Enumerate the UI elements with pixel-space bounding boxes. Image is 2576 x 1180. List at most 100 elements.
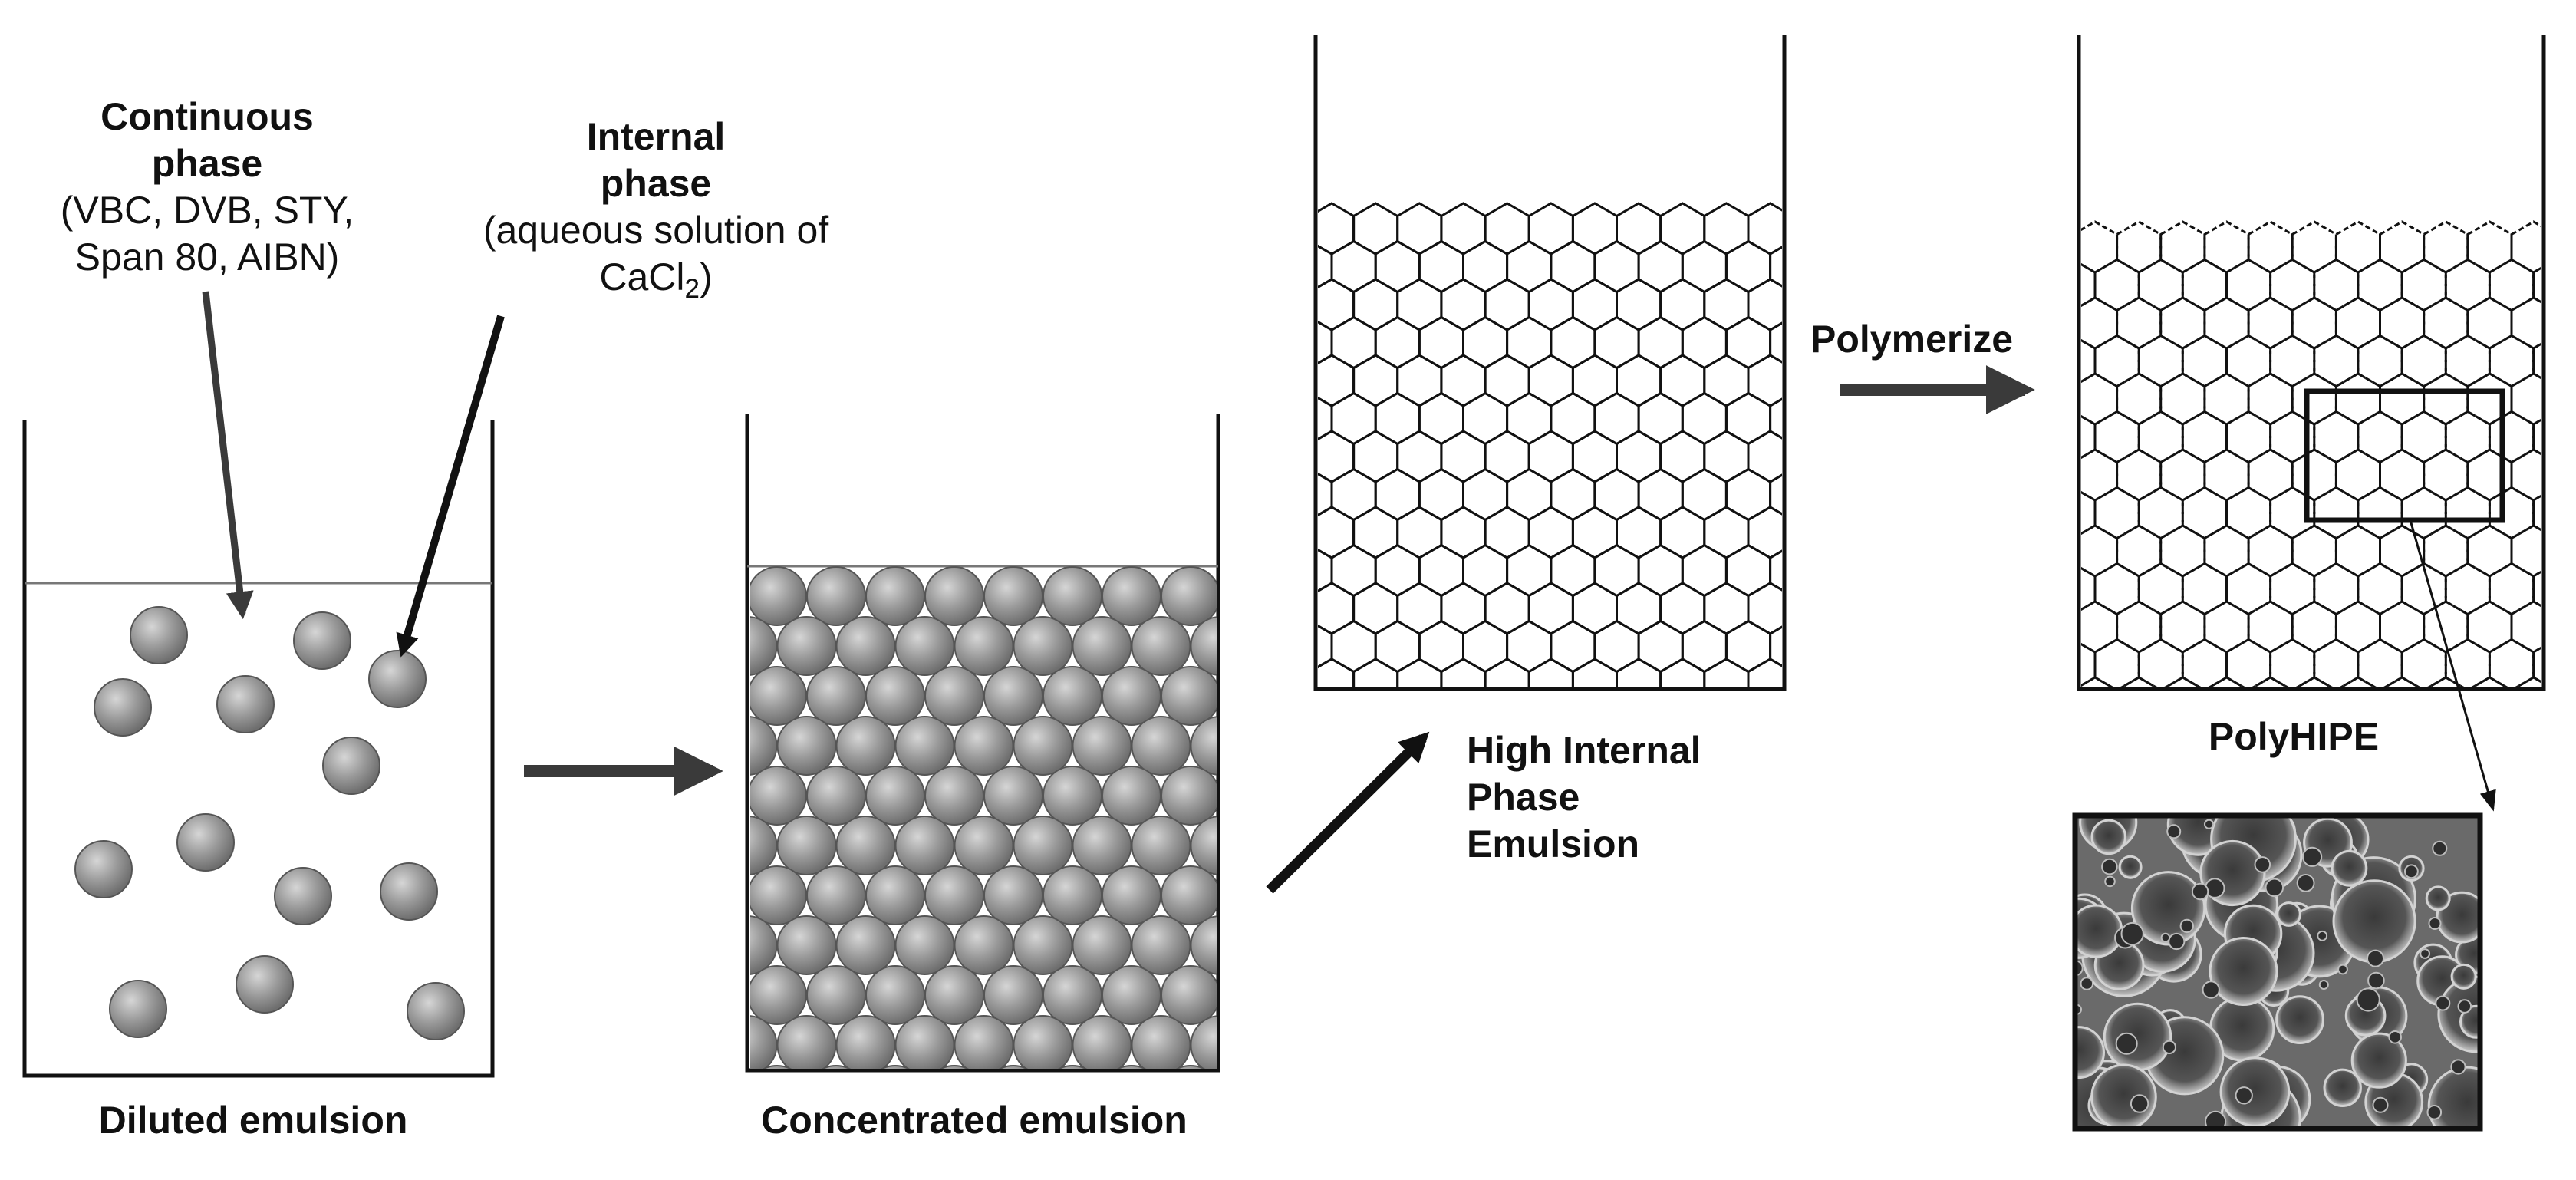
packed-droplet-61 — [750, 865, 807, 925]
droplet-5 — [322, 737, 380, 795]
sem-window-36 — [2296, 874, 2315, 892]
hex-cell-77 — [1814, 394, 1858, 444]
packed-droplet-32 — [835, 716, 896, 776]
polyhipe-label: PolyHIPE — [2208, 715, 2380, 758]
hex-cell-154 — [2532, 646, 2541, 684]
packed-droplet-29 — [1220, 667, 1279, 725]
packed-droplet-92 — [835, 1015, 896, 1069]
packed-droplet-74 — [954, 915, 1014, 975]
hex-cell-162 — [2295, 676, 2333, 687]
internal-phase-title: Internal phase — [586, 115, 726, 205]
packed-droplet-57 — [1131, 816, 1191, 875]
packed-droplet-44 — [924, 766, 984, 826]
hex-cell-64 — [2555, 374, 2576, 424]
continuous-phase-arrow — [202, 291, 254, 620]
packed-droplet-14 — [954, 616, 1014, 676]
packed-droplet-103 — [880, 1065, 911, 1069]
sem-window-34 — [2254, 856, 2271, 873]
sem-pore-25 — [2427, 1066, 2480, 1129]
hex-cell-171 — [1375, 697, 1419, 748]
packed-droplet-22 — [806, 666, 866, 726]
packed-droplet-21 — [750, 666, 807, 726]
packed-droplet-6 — [1043, 566, 1102, 626]
packed-droplet-67 — [1102, 865, 1161, 925]
sem-window-32 — [2205, 1110, 2227, 1129]
sem-pore-67 — [2276, 901, 2302, 927]
packed-droplet-75 — [1013, 915, 1073, 975]
hex-cell-128 — [2532, 570, 2541, 608]
hex-cell-12 — [2555, 222, 2576, 272]
sem-micrograph — [2072, 812, 2483, 1132]
packed-droplet-31 — [776, 716, 837, 776]
hipe-label-line1: High Internal — [1467, 729, 1701, 772]
sem-window-27 — [2120, 921, 2144, 946]
hipe-label-line2: Phase — [1467, 776, 1580, 819]
sem-window-23 — [2202, 981, 2220, 999]
sem-window-21 — [2302, 846, 2323, 867]
packed-droplet-36 — [1072, 716, 1132, 776]
internal-phase-label: Internal phase (aqueous solution of CaCl… — [453, 114, 859, 305]
sem-window-6 — [2204, 819, 2215, 829]
sem-window-0 — [2162, 1040, 2176, 1055]
packed-droplet-1 — [750, 566, 807, 626]
packed-droplet-51 — [776, 816, 837, 875]
hex-cell-50 — [2532, 342, 2541, 380]
packed-droplet-54 — [954, 816, 1014, 875]
hex-cell-164 — [2383, 676, 2420, 687]
hex-cell-183 — [1309, 735, 1353, 786]
packed-droplet-64 — [924, 865, 984, 925]
sem-window-26 — [2317, 930, 2328, 941]
droplet-8 — [274, 867, 332, 925]
packed-droplet-35 — [1013, 716, 1073, 776]
packed-droplet-49 — [1220, 766, 1279, 825]
droplet-2 — [368, 650, 427, 708]
sem-window-2 — [2404, 864, 2419, 879]
packed-droplet-53 — [894, 816, 955, 875]
hex-cell-162 — [1527, 658, 1574, 687]
packed-droplet-81 — [750, 965, 807, 1025]
packed-droplet-108 — [1175, 1065, 1206, 1069]
hex-cell-156 — [2029, 677, 2073, 728]
packed-droplet-28 — [1161, 666, 1217, 726]
sem-window-35 — [2191, 882, 2209, 901]
hex-cell-159 — [1396, 658, 1443, 687]
sem-window-4 — [2101, 858, 2118, 875]
droplet-0 — [130, 606, 188, 664]
internal-phase-arrow — [396, 315, 505, 658]
packed-droplet-48 — [1161, 766, 1217, 826]
sem-pore-62 — [2350, 1032, 2407, 1089]
sem-window-30 — [2428, 917, 2442, 930]
hex-cell-193 — [1748, 735, 1792, 786]
hex-cell-169 — [1288, 697, 1332, 748]
packed-droplet-38 — [1190, 716, 1217, 776]
sem-window-18 — [2179, 918, 2195, 934]
hex-cell-0 — [2029, 222, 2073, 272]
sem-pore-63 — [2219, 1056, 2291, 1127]
packed-droplet-12 — [835, 616, 896, 676]
packed-droplet-62 — [806, 865, 866, 925]
packed-droplet-18 — [1190, 616, 1217, 676]
polyhipe-hexagon-network — [2029, 220, 2576, 766]
hex-cell-169 — [2051, 716, 2095, 766]
packed-droplet-104 — [939, 1065, 970, 1069]
sem-pore-36 — [2323, 1068, 2362, 1108]
packed-droplet-2 — [806, 566, 866, 626]
concentrated-to-hipe-arrow — [1266, 731, 1430, 894]
hipe-label: High Internal Phase Emulsion — [1467, 727, 1728, 868]
sem-pore-61 — [2275, 995, 2324, 1044]
sem-window-33 — [2318, 980, 2329, 990]
hipe-beaker — [1288, 35, 1858, 786]
diluted-droplets — [74, 606, 465, 1040]
hex-cell-161 — [1484, 658, 1530, 687]
packed-droplet-42 — [806, 766, 866, 826]
packed-droplet-101 — [762, 1065, 792, 1069]
packed-droplet-79 — [1250, 916, 1309, 974]
packed-droplet-85 — [983, 965, 1043, 1025]
packed-droplet-83 — [865, 965, 925, 1025]
hex-cell-165 — [1659, 658, 1706, 687]
sem-window-20 — [2388, 1030, 2402, 1044]
packed-droplet-60 — [689, 866, 747, 925]
packed-droplet-8 — [1161, 566, 1217, 626]
packed-droplet-80 — [689, 966, 747, 1024]
